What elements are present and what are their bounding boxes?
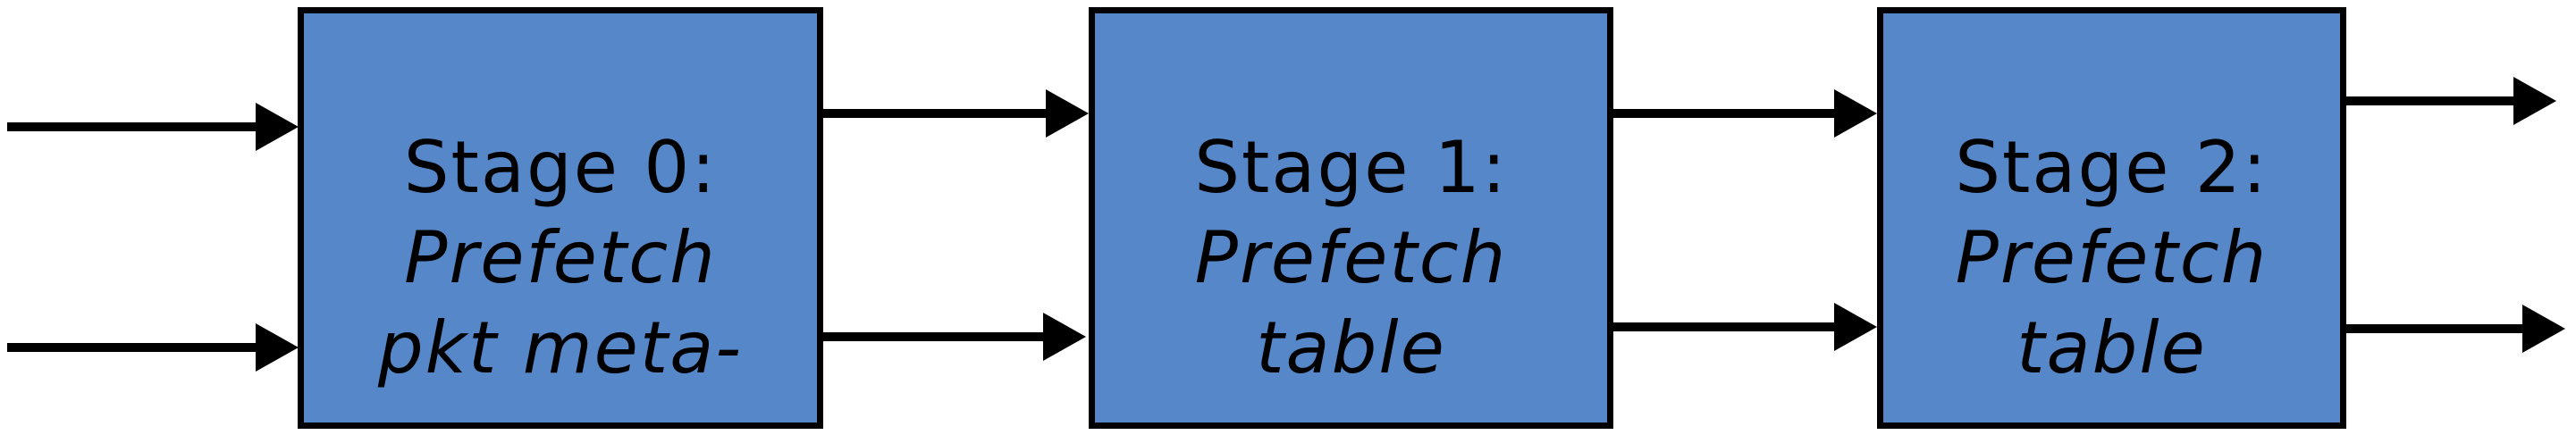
- stage-1-subtitle-line-2: table: [1256, 306, 1446, 389]
- arrow-shaft: [7, 122, 256, 131]
- stage-2-subtitle-line-1: Prefetch: [1955, 216, 2269, 299]
- arrowhead-icon: [2522, 305, 2565, 353]
- arrow-output-bottom: [2342, 305, 2565, 353]
- stage-0-subtitle-line-1: Prefetch: [404, 216, 717, 299]
- stage-0-box: Stage 0: Prefetch pkt meta-: [298, 7, 823, 429]
- arrowhead-icon: [1834, 89, 1877, 138]
- arrow-output-top: [2342, 77, 2556, 125]
- arrowhead-icon: [1834, 303, 1877, 351]
- arrowhead-icon: [256, 103, 299, 151]
- arrow-shaft: [818, 332, 1043, 341]
- arrow-stage0-to-stage1-bottom: [818, 313, 1086, 361]
- arrow-shaft: [7, 343, 256, 352]
- arrowhead-icon: [1046, 89, 1089, 138]
- stage-0-subtitle-line-2: pkt meta-: [377, 306, 744, 389]
- stage-1-title: Stage 1:: [1194, 126, 1508, 209]
- arrowhead-icon: [256, 323, 299, 372]
- arrowhead-icon: [2513, 77, 2556, 125]
- arrow-shaft: [818, 109, 1046, 118]
- stage-0-title: Stage 0:: [403, 126, 718, 209]
- arrow-shaft: [2342, 96, 2513, 105]
- stage-2-subtitle-line-2: table: [2016, 306, 2207, 389]
- arrowhead-icon: [1043, 313, 1086, 361]
- arrow-input-top: [7, 103, 299, 151]
- arrow-stage1-to-stage2-bottom: [1608, 303, 1877, 351]
- stage-1-box: Stage 1: Prefetch table: [1089, 7, 1613, 429]
- arrow-stage1-to-stage2-top: [1608, 89, 1877, 138]
- arrow-shaft: [1608, 109, 1834, 118]
- arrow-stage0-to-stage1-top: [818, 89, 1089, 138]
- stage-1-subtitle-line-1: Prefetch: [1194, 216, 1508, 299]
- arrow-input-bottom: [7, 323, 299, 372]
- stage-2-box: Stage 2: Prefetch table: [1877, 7, 2346, 429]
- arrow-shaft: [2342, 324, 2522, 333]
- stage-2-title: Stage 2:: [1955, 126, 2269, 209]
- arrow-shaft: [1608, 322, 1834, 331]
